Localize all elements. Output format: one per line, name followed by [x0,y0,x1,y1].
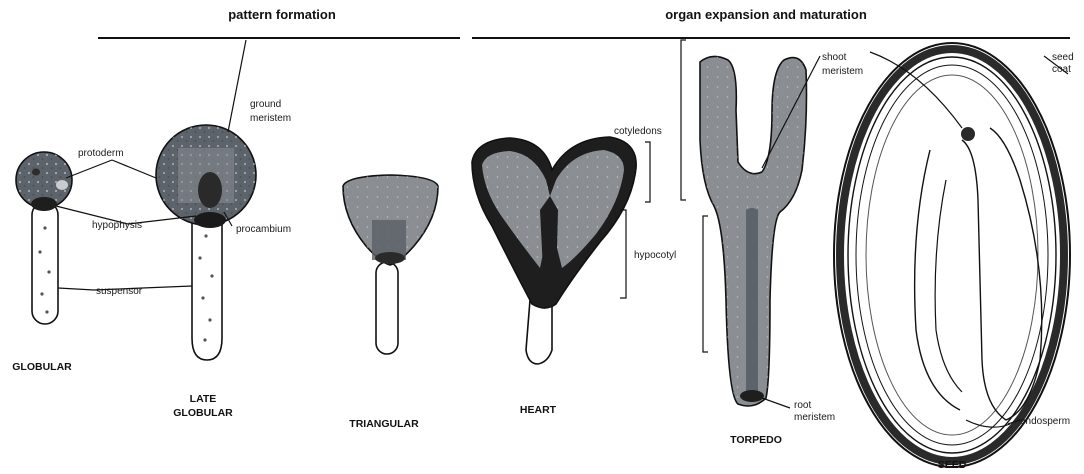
stage-late-globular-2: GLOBULAR [173,407,233,419]
stage-globular: GLOBULAR [12,361,72,373]
label-suspensor: suspensor [96,286,143,297]
label-cotyledons: cotyledons [614,126,662,137]
organ-expansion-heading: organ expansion and maturation [665,7,867,22]
triangular-embryo [343,175,438,354]
heart-embryo [472,137,636,364]
label-procambium: procambium [236,224,291,235]
label-root-2: meristem [794,412,835,423]
label-shoot-2: meristem [822,66,863,77]
label-protoderm: protoderm [78,148,124,159]
section-headings: pattern formation organ expansion and ma… [98,7,1070,38]
torpedo-embryo [700,56,807,406]
stage-heart: HEART [520,404,557,416]
label-root-1: root [794,400,811,411]
label-ground-2: meristem [250,113,291,124]
stage-seed: SEED [938,459,967,471]
label-seedcoat-2: coat [1052,64,1071,75]
seed [834,43,1070,467]
label-endosperm: endosperm [1020,416,1070,427]
pattern-formation-heading: pattern formation [228,7,336,22]
late-globular-embryo [156,125,256,360]
label-seedcoat-1: seed [1052,52,1074,63]
stage-triangular: TRIANGULAR [349,418,419,430]
stage-late-globular-1: LATE [190,393,217,405]
label-shoot-1: shoot [822,52,847,63]
label-hypophysis: hypophysis [92,220,142,231]
label-ground-1: ground [250,99,281,110]
label-hypocotyl: hypocotyl [634,250,676,261]
globular-embryo [16,152,72,324]
stage-torpedo: TORPEDO [730,434,782,446]
